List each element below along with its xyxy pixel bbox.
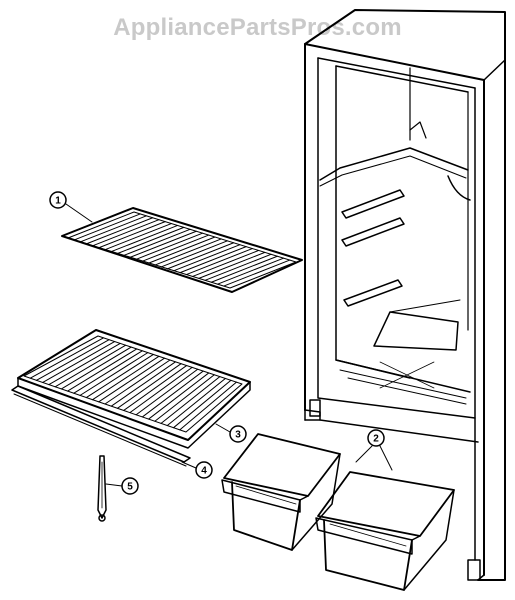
shelf-3-wire [135, 368, 199, 416]
shelf-1-wire [198, 251, 266, 279]
shelf-1-wire [173, 244, 241, 272]
shelf-3-wire [92, 355, 160, 401]
shelf-1-wire [167, 242, 235, 270]
callout-5-label: 5 [127, 482, 133, 493]
part-5-support-rod [97, 455, 107, 522]
shelf-3-wire [67, 348, 138, 392]
watermark-text: AppliancePartsPros.com [113, 14, 402, 41]
shelf-1-wire [129, 230, 197, 258]
shelf-1-wire [154, 238, 222, 266]
shelf-3-wire [85, 353, 154, 399]
shelf-3-wire [79, 352, 149, 396]
shelf-1-wire [104, 223, 172, 251]
shelf-1-wire [73, 213, 141, 241]
shelf-1-wire [92, 219, 160, 247]
shelf-3-wire [104, 359, 171, 405]
shelf-3-wire [154, 374, 215, 422]
shelf-3-wire [73, 350, 143, 394]
callout-5: 5 [105, 477, 139, 495]
shelf-3-wire [160, 376, 221, 424]
shelf-3-wire [123, 365, 188, 411]
callout-1: 1 [49, 191, 93, 223]
shelf-1-wire [179, 246, 247, 274]
shelf-1-wire [79, 215, 147, 243]
shelf-3-wire [116, 363, 182, 409]
shelf-3-wire [129, 366, 193, 414]
shelf-3-wire [110, 361, 177, 407]
shelf-1-wire [217, 257, 285, 285]
shelf-1-wire [204, 253, 272, 281]
callout-3-label: 3 [235, 430, 241, 441]
part-3-shelf-frame [17, 329, 251, 449]
shelf-3-wire [173, 379, 232, 429]
shelf-1-wire [210, 255, 278, 283]
refrigerator-cabinet [304, 9, 506, 581]
shelf-3-wire [148, 372, 210, 420]
callout-2-label: 2 [373, 434, 379, 445]
callout-1-label: 1 [55, 196, 61, 207]
shelf-3-wire [60, 346, 132, 390]
shelf-3-wire [141, 370, 204, 418]
callout-4: 4 [181, 461, 213, 479]
shelf-1-wire [136, 232, 204, 260]
shelf-3-wire [166, 377, 226, 427]
shelf-1-wire [148, 236, 216, 264]
shelf-1-wire [98, 221, 166, 249]
part-4-front-trim [11, 385, 191, 467]
shelf-1-wire [192, 249, 260, 277]
shelf-3-wire [42, 341, 116, 383]
shelf-1-wire [223, 259, 291, 287]
shelf-1-wire [142, 234, 210, 262]
shelf-3-wire [29, 337, 105, 379]
shelf-1-wire [160, 240, 228, 268]
shelf-1-wire [86, 217, 154, 245]
shelf-1-wire [117, 226, 185, 254]
callout-3: 3 [215, 423, 247, 443]
part-2-crisper-drawers [221, 433, 455, 591]
shelf-3-wire [98, 357, 165, 403]
shelf-1-wire [185, 248, 253, 276]
callout-2: 2 [355, 429, 393, 471]
shelf-3-wire [35, 339, 110, 381]
shelf-3-wire [48, 342, 121, 386]
shelf-1-wire [111, 224, 179, 252]
shelf-3-wire [54, 344, 127, 388]
shelf-1-wire [123, 228, 191, 256]
callout-4-label: 4 [201, 466, 207, 477]
part-1-wire-shelf [61, 207, 303, 293]
shelf-3-wire [179, 381, 237, 431]
